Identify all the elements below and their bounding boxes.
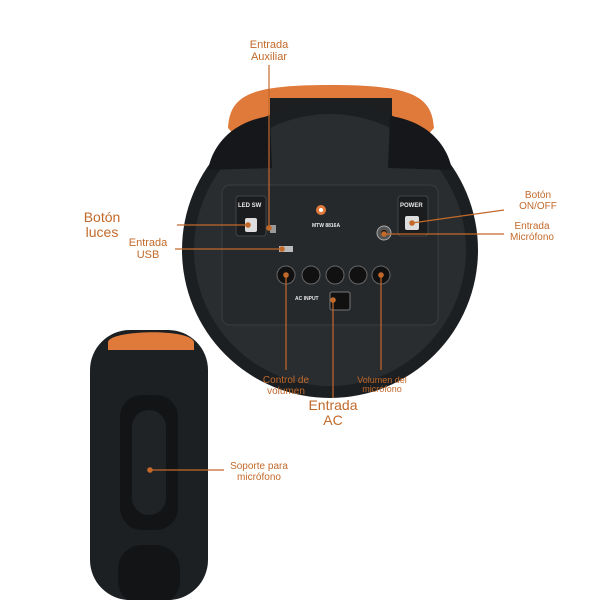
light-switch-icon[interactable] — [245, 218, 257, 232]
ac-input-label: Entrada AC — [308, 397, 358, 428]
volume-control-label: Control de volumen — [262, 375, 310, 397]
model-text: MTW 8816A — [312, 223, 341, 229]
echo-knob[interactable] — [348, 265, 368, 285]
led-sw-text: LED SW — [238, 203, 262, 209]
usb-input-label: Entrada USB — [128, 237, 168, 261]
ac-input-port[interactable] — [329, 291, 351, 311]
mic-holder-label: Soporte para micrófono — [230, 461, 288, 483]
speaker-side — [90, 330, 208, 600]
treble-knob[interactable] — [301, 265, 321, 285]
light-button-label: Botón luces — [83, 209, 121, 240]
mic-volume-label: Volumen del micrófono — [357, 375, 407, 395]
ac-input-text: AC INPUT — [295, 296, 319, 302]
aux-input-label: Entrada Auxiliar — [249, 39, 289, 63]
callout-lines — [147, 65, 505, 473]
brand-logo — [316, 205, 326, 215]
mic-input-label: Entrada Micrófono — [510, 221, 554, 243]
aux-port-icon[interactable] — [270, 225, 276, 233]
control-panel — [221, 184, 439, 326]
speaker-front — [182, 85, 478, 398]
bass-knob[interactable] — [325, 265, 345, 285]
usb-port-icon[interactable] — [279, 246, 293, 252]
power-button-label: Botón ON/OFF — [519, 190, 557, 212]
power-text: POWER — [400, 203, 423, 209]
